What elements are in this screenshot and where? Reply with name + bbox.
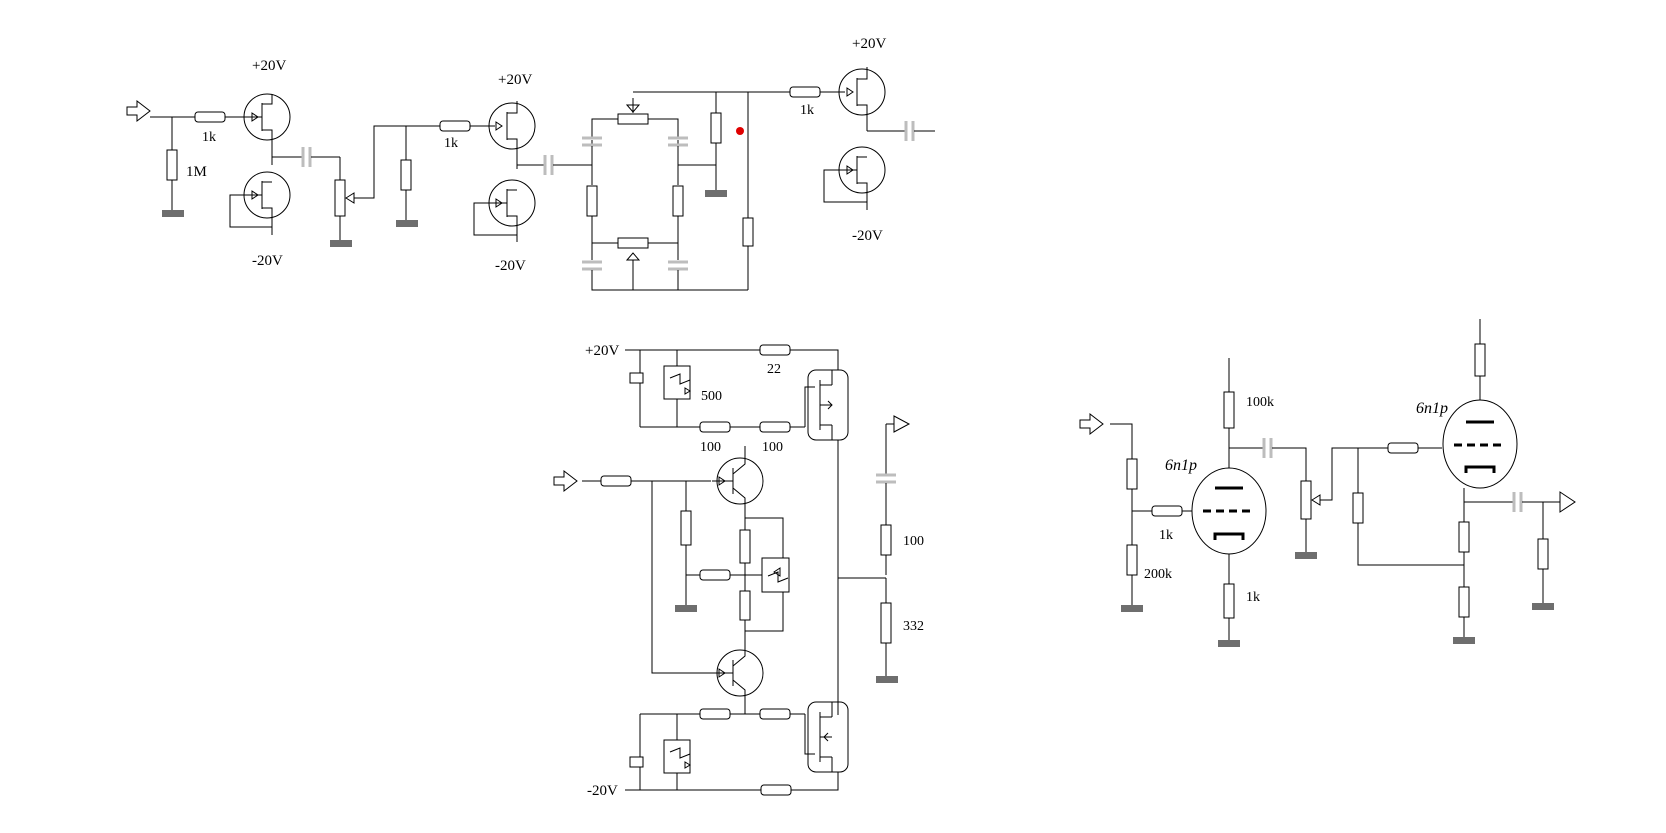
resistor-100-bot-b xyxy=(759,708,791,720)
resistor-1k-label: 1k xyxy=(202,130,216,145)
resistor-cathode-1k xyxy=(1223,583,1235,619)
mosfet-lower xyxy=(807,701,849,773)
resistor-1k-in-3 xyxy=(789,86,821,98)
resistor-output-c xyxy=(1537,538,1549,570)
potentiometer-volume xyxy=(1300,480,1312,520)
resistor-grid-leak-2 xyxy=(1352,492,1364,524)
output-arrow-icon xyxy=(893,415,911,433)
resistor-plate-2 xyxy=(1474,343,1486,377)
vminus-label-2: -20V xyxy=(495,258,526,274)
jfet-upper-2 xyxy=(488,102,536,150)
potentiometer-bottom xyxy=(617,237,649,249)
resistor-return xyxy=(742,217,754,247)
resistor-500-label: 500 xyxy=(701,389,722,404)
resistor-200k-label: 200k xyxy=(1144,567,1172,582)
input-arrow-icon xyxy=(126,99,151,123)
vminus-label-3: -20V xyxy=(852,228,883,244)
resistor-1k-label-2: 1k xyxy=(444,136,458,151)
resistor-200k xyxy=(1126,544,1138,576)
resistor-grid-2 xyxy=(1387,442,1419,454)
electrolytic-cap-bottom xyxy=(629,756,644,768)
resistor-bias-2 xyxy=(699,569,731,581)
circuit-a-jfet-chain: 1M 1k +20V -20V 1k xyxy=(126,36,935,291)
resistor-input-b xyxy=(600,475,632,487)
ground-symbol xyxy=(675,605,697,612)
jfet-upper-1 xyxy=(243,93,291,141)
resistor-cathode-2b xyxy=(1458,586,1470,618)
thermistor-bottom xyxy=(663,739,691,774)
resistor-1k-in xyxy=(194,111,226,123)
resistor-bias-3 xyxy=(739,529,751,564)
vminus-label-b: -20V xyxy=(587,783,618,799)
resistor-bias-1 xyxy=(680,510,692,546)
ground-symbol xyxy=(396,220,418,227)
resistor-22 xyxy=(759,344,791,356)
resistor-bottom-supply xyxy=(760,784,792,796)
circuit-c-tube-amp: 200k 1k 6n1p 100k 1k 6 xyxy=(1079,319,1576,647)
output-arrow-icon-c xyxy=(1559,491,1576,513)
resistor-100a-label: 100 xyxy=(700,440,721,455)
input-arrow-icon-b xyxy=(553,469,578,493)
jfet-upper-3 xyxy=(838,68,886,116)
resistor-1k-in-2 xyxy=(439,120,471,132)
resistor-332-label: 332 xyxy=(903,619,924,634)
resistor-bridge-r xyxy=(672,185,684,217)
resistor-100k-label: 100k xyxy=(1246,395,1274,410)
resistor-cathode-1k-label: 1k xyxy=(1246,590,1260,605)
resistor-100b-label: 100 xyxy=(762,440,783,455)
mosfet-upper xyxy=(807,369,849,441)
ground-symbol xyxy=(1453,637,1475,644)
electrolytic-cap-top xyxy=(629,372,644,384)
resistor-1m-label: 1M xyxy=(186,164,207,180)
ground-symbol xyxy=(1295,552,1317,559)
vplus-label-3: +20V xyxy=(852,36,886,52)
red-marker-dot xyxy=(736,127,744,135)
resistor-bridge-l xyxy=(586,185,598,217)
thermistor-mid xyxy=(761,557,790,593)
resistor-100c-label: 100 xyxy=(903,534,924,549)
ground-symbol xyxy=(1532,603,1554,610)
ground-symbol xyxy=(705,190,727,197)
resistor-100b xyxy=(759,421,791,433)
resistor-gnd-2 xyxy=(400,159,412,191)
vplus-label: +20V xyxy=(252,58,286,74)
resistor-1m xyxy=(166,149,178,181)
circuit-b-mosfet-stage: +20V 500 22 100 100 100 332 xyxy=(553,343,924,799)
resistor-100c xyxy=(880,524,892,556)
resistor-cathode-2 xyxy=(1458,521,1470,553)
tube-2-label: 6n1p xyxy=(1416,400,1448,417)
resistor-332 xyxy=(880,602,892,644)
potentiometer-top xyxy=(617,113,649,125)
resistor-1k-label-3: 1k xyxy=(800,103,814,118)
ground-symbol xyxy=(330,240,352,247)
resistor-bias-4 xyxy=(739,590,751,621)
resistor-grid-1k xyxy=(1151,505,1183,517)
tube-1-label: 6n1p xyxy=(1165,457,1197,474)
vplus-label-b: +20V xyxy=(585,343,619,359)
input-arrow-icon-c xyxy=(1079,412,1104,436)
resistor-input-c xyxy=(1126,458,1138,490)
ground-symbol xyxy=(876,676,898,683)
ground-symbol xyxy=(162,210,184,217)
resistor-100-bot-a xyxy=(699,708,731,720)
vplus-label-2: +20V xyxy=(498,72,532,88)
potentiometer-1 xyxy=(334,179,346,217)
ground-symbol xyxy=(1121,605,1143,612)
vminus-label: -20V xyxy=(252,253,283,269)
thermistor-top xyxy=(663,365,691,400)
resistor-grid-1k-label: 1k xyxy=(1159,528,1173,543)
resistor-feedback xyxy=(710,112,722,144)
bridge-network xyxy=(582,91,795,291)
resistor-100a xyxy=(699,421,731,433)
resistor-100k xyxy=(1223,391,1235,429)
resistor-22-label: 22 xyxy=(767,362,781,377)
ground-symbol xyxy=(1218,640,1240,647)
